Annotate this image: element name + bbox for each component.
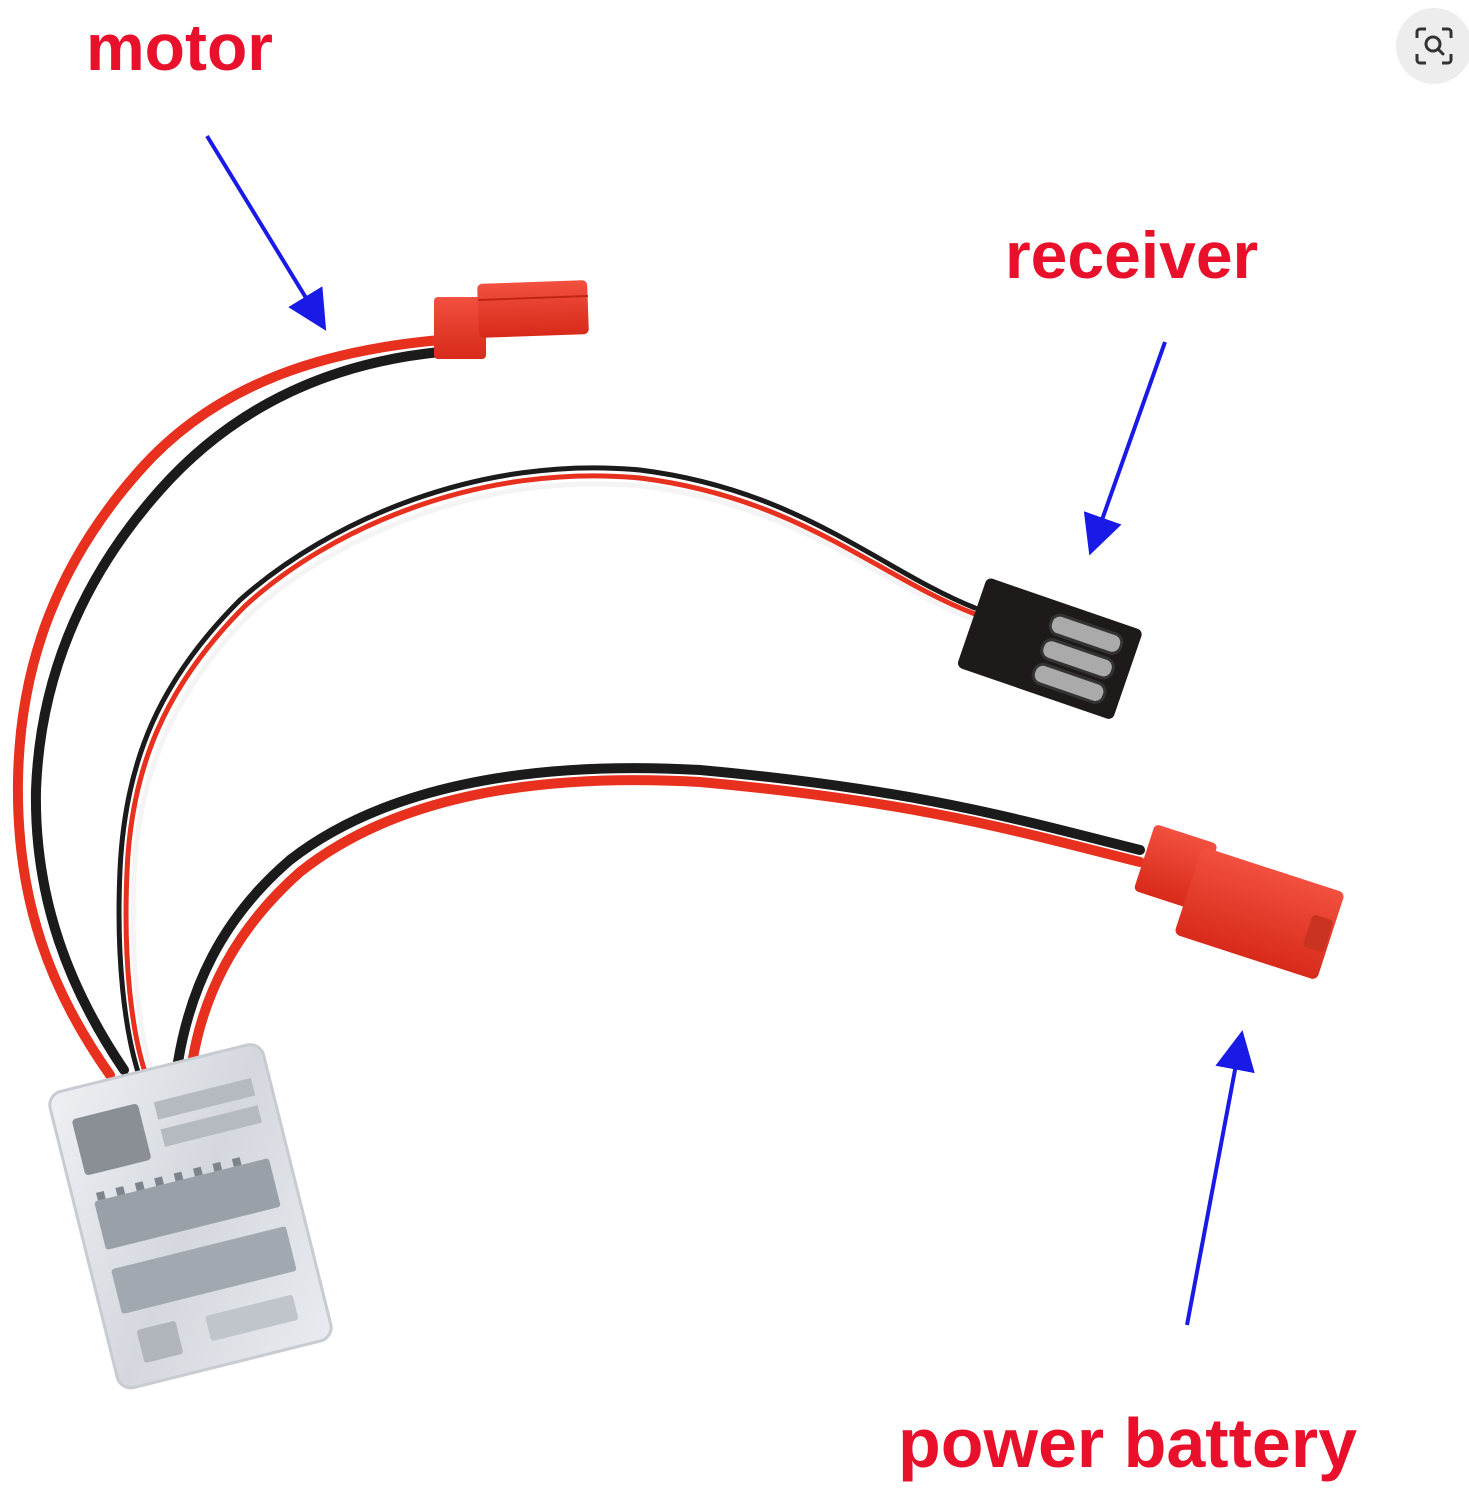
visual-search-icon bbox=[1415, 27, 1453, 65]
receiver-wires bbox=[116, 465, 978, 1075]
receiver-connector bbox=[957, 578, 1142, 719]
receiver-arrow bbox=[1083, 341, 1167, 556]
power-battery-wires bbox=[173, 763, 1145, 1069]
motor-label: motor bbox=[86, 10, 273, 84]
receiver-label: receiver bbox=[1005, 218, 1259, 292]
power-battery-arrow bbox=[1185, 1030, 1255, 1326]
power-battery-label: power battery bbox=[898, 1404, 1357, 1482]
esc-circuit-board bbox=[48, 1043, 333, 1390]
power-battery-connector bbox=[1134, 825, 1344, 979]
motor-arrow bbox=[205, 134, 327, 331]
motor-connector bbox=[434, 280, 589, 359]
motor-wires bbox=[12, 335, 445, 1080]
visual-search-button[interactable] bbox=[1396, 8, 1469, 84]
